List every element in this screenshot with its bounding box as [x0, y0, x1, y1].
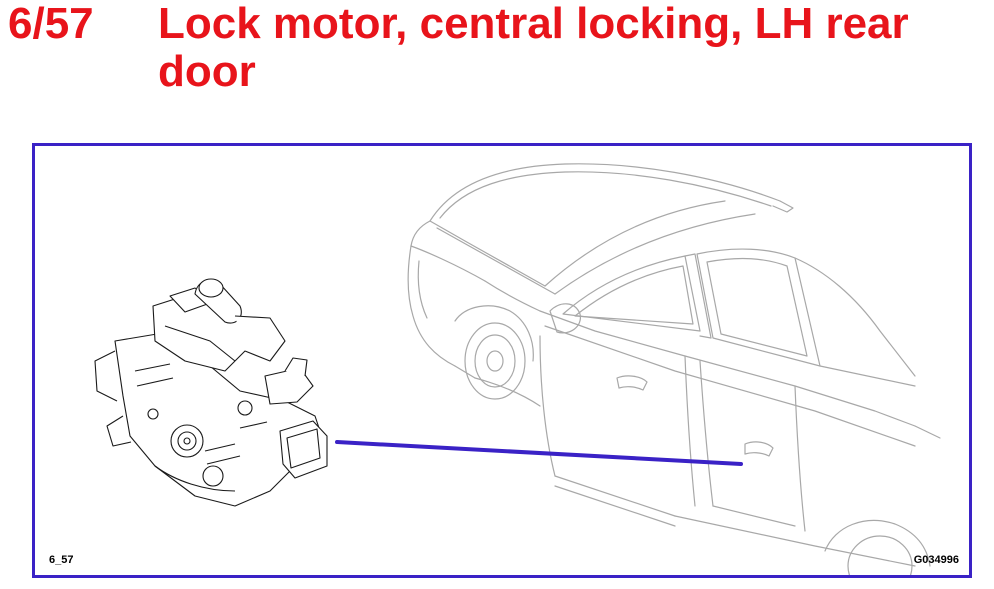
page-title: Lock motor, central locking, LH rear doo… [158, 0, 909, 96]
figure-code: G034996 [913, 554, 959, 566]
section-number: 6/57 [8, 0, 94, 48]
car-outline [407, 163, 941, 575]
figure-label: 6_57 [49, 554, 74, 566]
lock-motor-drawing [94, 278, 328, 507]
illustration [94, 163, 941, 575]
pointer-line [335, 440, 743, 466]
illustration-frame: 6_57 G034996 [32, 143, 972, 578]
